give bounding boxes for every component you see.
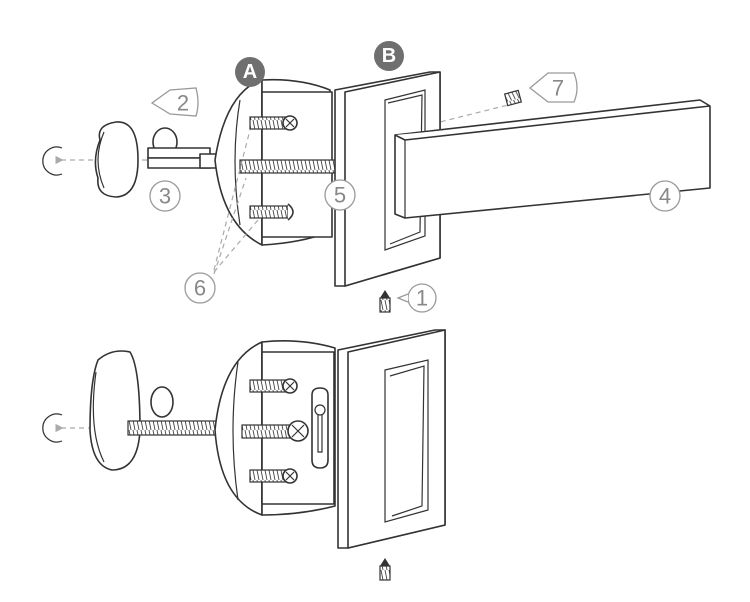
callout-3: 3 xyxy=(149,180,181,212)
end-cap-top xyxy=(94,121,139,198)
small-rose-plate xyxy=(147,127,211,169)
grub-screw-bottom xyxy=(379,558,391,581)
direction-arc-top xyxy=(42,146,63,176)
badge-a-label: A xyxy=(243,61,257,83)
alignment-line-screw-7 xyxy=(431,103,513,125)
top-assembly xyxy=(42,71,711,313)
small-ring-bottom xyxy=(150,386,174,418)
leader-6c xyxy=(213,177,247,275)
callout-5-label: 5 xyxy=(334,183,346,208)
callout-2: 2 xyxy=(150,87,199,117)
end-cap-bottom xyxy=(89,350,141,471)
square-rosette-b xyxy=(334,71,441,287)
direction-arc-bottom xyxy=(42,413,63,443)
thread-stub xyxy=(199,153,217,169)
callout-1-label: 1 xyxy=(416,286,428,311)
screw-upper-top xyxy=(249,115,298,131)
screw-lower-bottom xyxy=(249,468,298,484)
screw-lower-top xyxy=(249,203,294,221)
callout-7: 7 xyxy=(528,72,578,103)
badge-a: A xyxy=(235,57,265,87)
grub-screw-7 xyxy=(503,89,523,107)
callout-1: 1 xyxy=(396,283,437,313)
badge-b-label: B xyxy=(382,45,396,67)
callout-5: 5 xyxy=(324,179,356,211)
callout-4-label: 4 xyxy=(659,184,671,209)
callout-7-label: 7 xyxy=(552,76,564,101)
callout-4: 4 xyxy=(649,180,681,212)
grub-screw-1 xyxy=(379,290,391,313)
leader-6b xyxy=(213,219,259,273)
badge-b: B xyxy=(374,41,404,71)
callout-6-label: 6 xyxy=(194,276,206,301)
screw-middle-bottom xyxy=(241,420,309,442)
bottom-assembly xyxy=(42,329,446,581)
square-rosette-bottom xyxy=(337,329,446,549)
screw-upper-bottom xyxy=(249,378,298,394)
callout-6: 6 xyxy=(184,272,216,304)
lever-handle-4 xyxy=(394,99,711,219)
leader-6a xyxy=(213,129,251,271)
callout-3-label: 3 xyxy=(159,184,171,209)
callout-2-label: 2 xyxy=(177,91,189,116)
